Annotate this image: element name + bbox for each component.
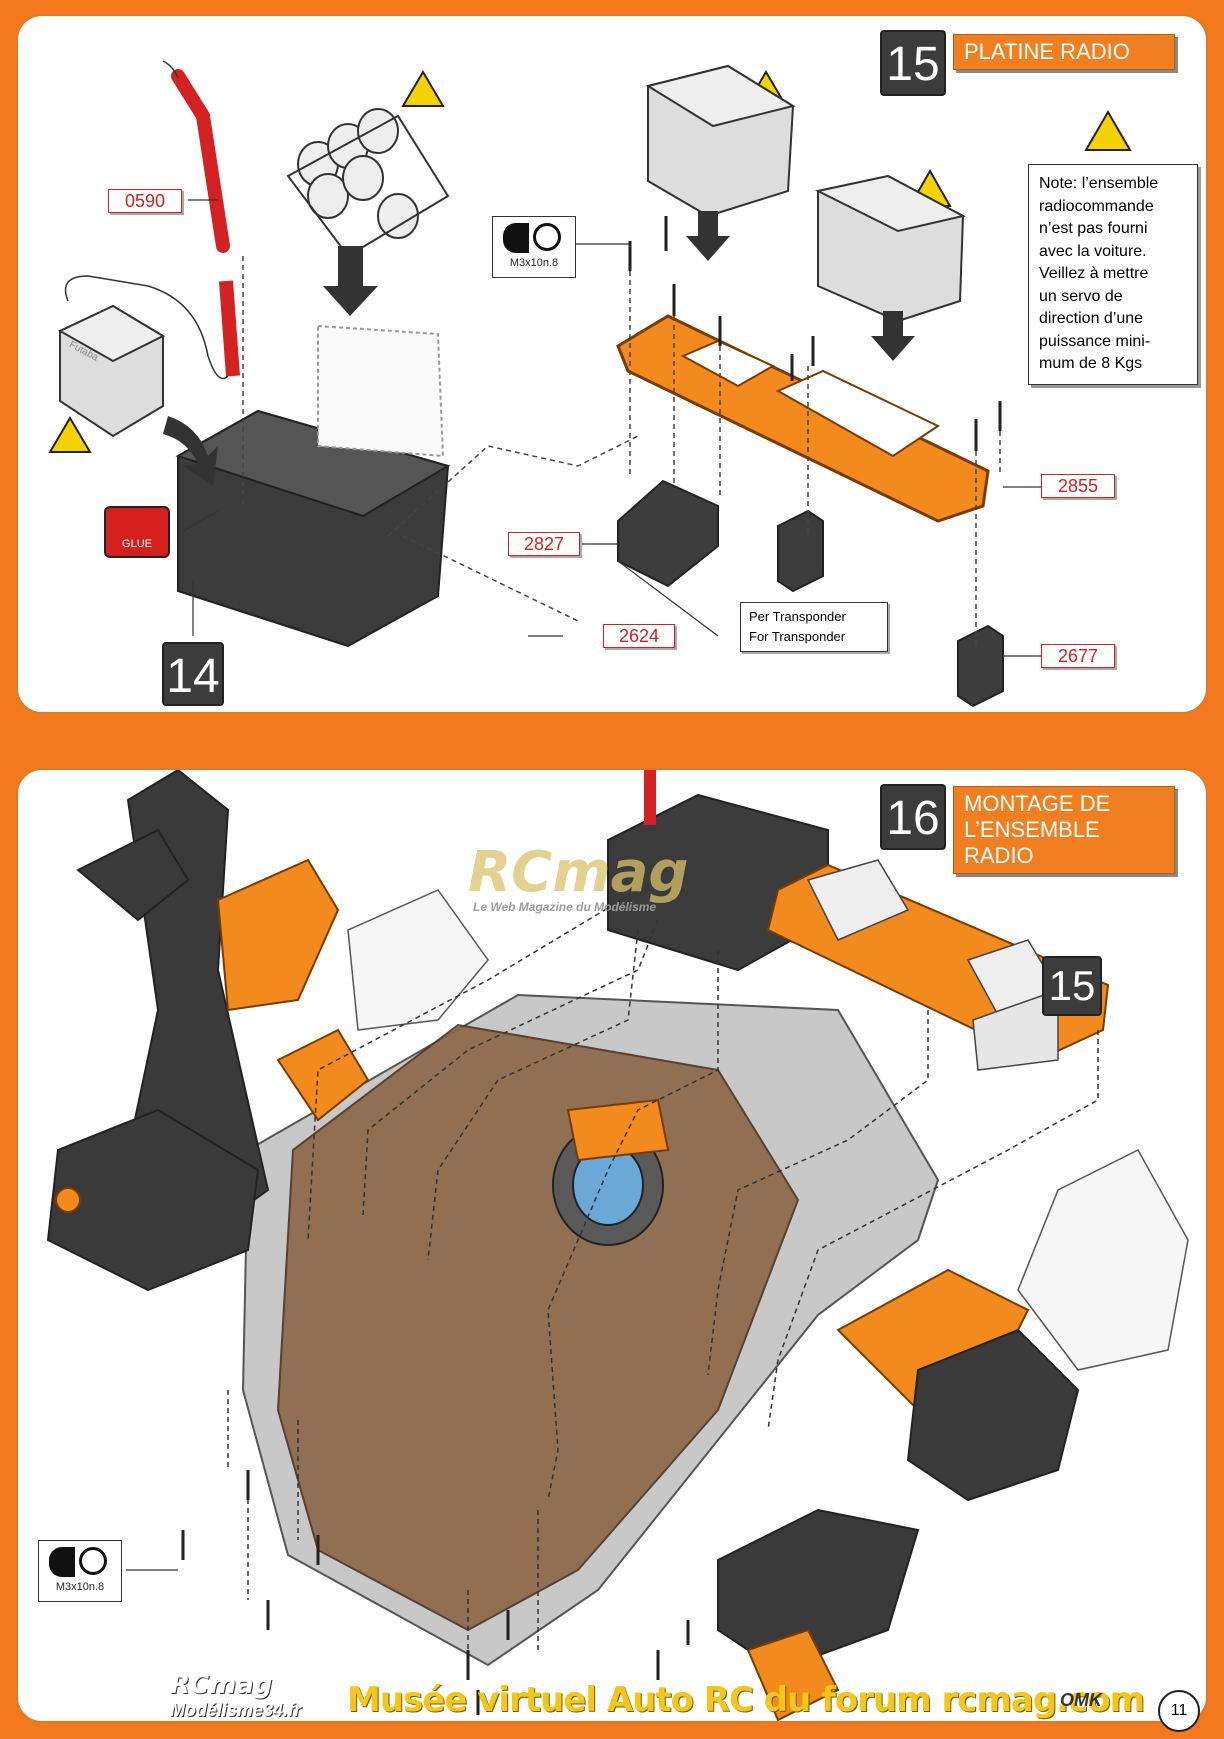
transponder-line: For Transponder	[749, 629, 846, 644]
hex-socket-icon	[533, 223, 561, 251]
hex-socket-icon	[79, 1547, 107, 1575]
screw-head-icon	[503, 223, 529, 253]
step-15-reference: 15	[1042, 956, 1102, 1016]
screw-head-icon	[49, 1547, 75, 1577]
footer-museum-text: Musée virtuel Auto RC du forum rcmag.com	[347, 1680, 1145, 1720]
servo-icon	[645, 64, 796, 218]
rcmag-watermark-logo: RCmag	[468, 840, 689, 905]
glue-icon: GLUE	[104, 506, 170, 558]
note-line: radiocommande	[1039, 197, 1154, 215]
note-box: Note: l’ensemble radiocommande n’est pas…	[1028, 164, 1198, 385]
receiver-box-icon	[175, 324, 451, 648]
glue-label: GLUE	[122, 538, 152, 550]
rcmag-watermark-tagline: Le Web Magazine du Modélisme	[473, 900, 657, 914]
note-line: direction d’une	[1039, 310, 1144, 327]
screw-spec-box: M3x10n.8	[38, 1540, 122, 1602]
screw-spec-label: M3x10n.8	[509, 257, 559, 269]
servo-icon	[815, 174, 966, 323]
step-16-title: MONTAGE DE L’ENSEMBLE RADIO	[953, 786, 1175, 874]
note-line: puissance mini-	[1039, 332, 1151, 350]
note-line: avec la voiture.	[1039, 242, 1147, 260]
step-15-title: PLATINE RADIO	[953, 34, 1175, 70]
note-line: un servo de	[1039, 287, 1123, 305]
step-16-title-line: MONTAGE DE	[964, 791, 1111, 816]
step-16-title-line: L’ENSEMBLE RADIO	[964, 817, 1100, 868]
bottom-modelisme-logo: Modélisme34.fr	[170, 1700, 302, 1720]
page-number: 11	[1158, 1690, 1200, 1732]
step-16-illustration	[46, 770, 1189, 1721]
futaba-receiver-icon	[57, 275, 229, 438]
transponder-note: Per Transponder For Transponder	[740, 602, 888, 652]
bottom-rcmag-logo: RCmag	[170, 1670, 273, 1700]
step-16-number: 16	[880, 784, 946, 850]
note-line: n’est pas fourni	[1039, 220, 1148, 237]
transponder-line: Per Transponder	[749, 609, 846, 624]
part-label-2827: 2827	[508, 532, 580, 556]
battery-pack-icon	[286, 108, 450, 258]
screw-spec-label: M3x10n.8	[55, 1581, 105, 1593]
part-label-0590: 0590	[108, 189, 182, 213]
omk-logo: OMK	[1060, 1690, 1102, 1710]
step-16-panel: 16 MONTAGE DE L’ENSEMBLE RADIO 15 RCmag …	[16, 768, 1208, 1723]
note-line: Veillez à mettre	[1039, 265, 1149, 282]
step-15-number: 15	[880, 30, 946, 96]
note-line: Note: l’ensemble	[1039, 175, 1159, 192]
screw-spec-box: M3x10n.8	[492, 216, 576, 278]
part-label-2624: 2624	[603, 624, 675, 648]
step-14-15-illustration	[48, 60, 1132, 708]
step-14-number: 14	[162, 642, 224, 706]
step-14-15-panel: 15 PLATINE RADIO Note: l’ensemble radioc…	[16, 14, 1208, 714]
part-label-2855: 2855	[1041, 474, 1115, 498]
note-line: mum de 8 Kgs	[1039, 355, 1143, 372]
part-label-2677: 2677	[1041, 644, 1115, 668]
